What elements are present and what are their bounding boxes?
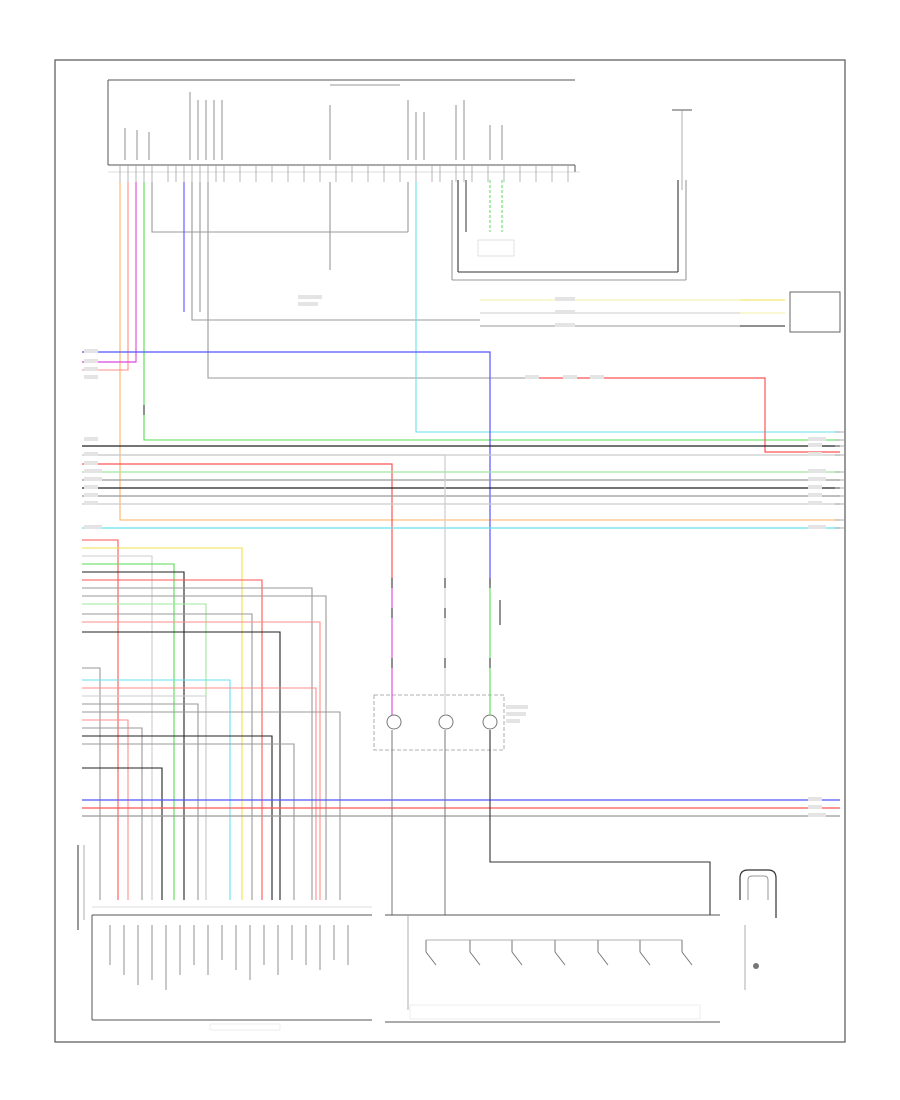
lower-wire-bus [82,799,840,817]
lower-unit-pin-labels [109,925,349,990]
left-bundle [82,539,341,900]
mid-wire-bus [82,351,840,585]
right-terminals [835,431,845,529]
top-drop-wires [82,182,840,521]
connector-marks [143,405,501,668]
upper-control-unit [107,79,580,182]
wire-tags [84,295,826,817]
upper-unit-pin-labels [124,84,503,160]
upper-right-sensor [451,109,692,281]
right-connector-block [480,291,841,333]
switch-panel [385,914,720,1023]
lower-right-sensor [739,869,777,990]
diagram-frame [54,59,846,1043]
mid-junction-block [373,585,711,915]
lower-left-control-unit [77,845,372,1031]
upper-unit-pins [119,165,569,182]
